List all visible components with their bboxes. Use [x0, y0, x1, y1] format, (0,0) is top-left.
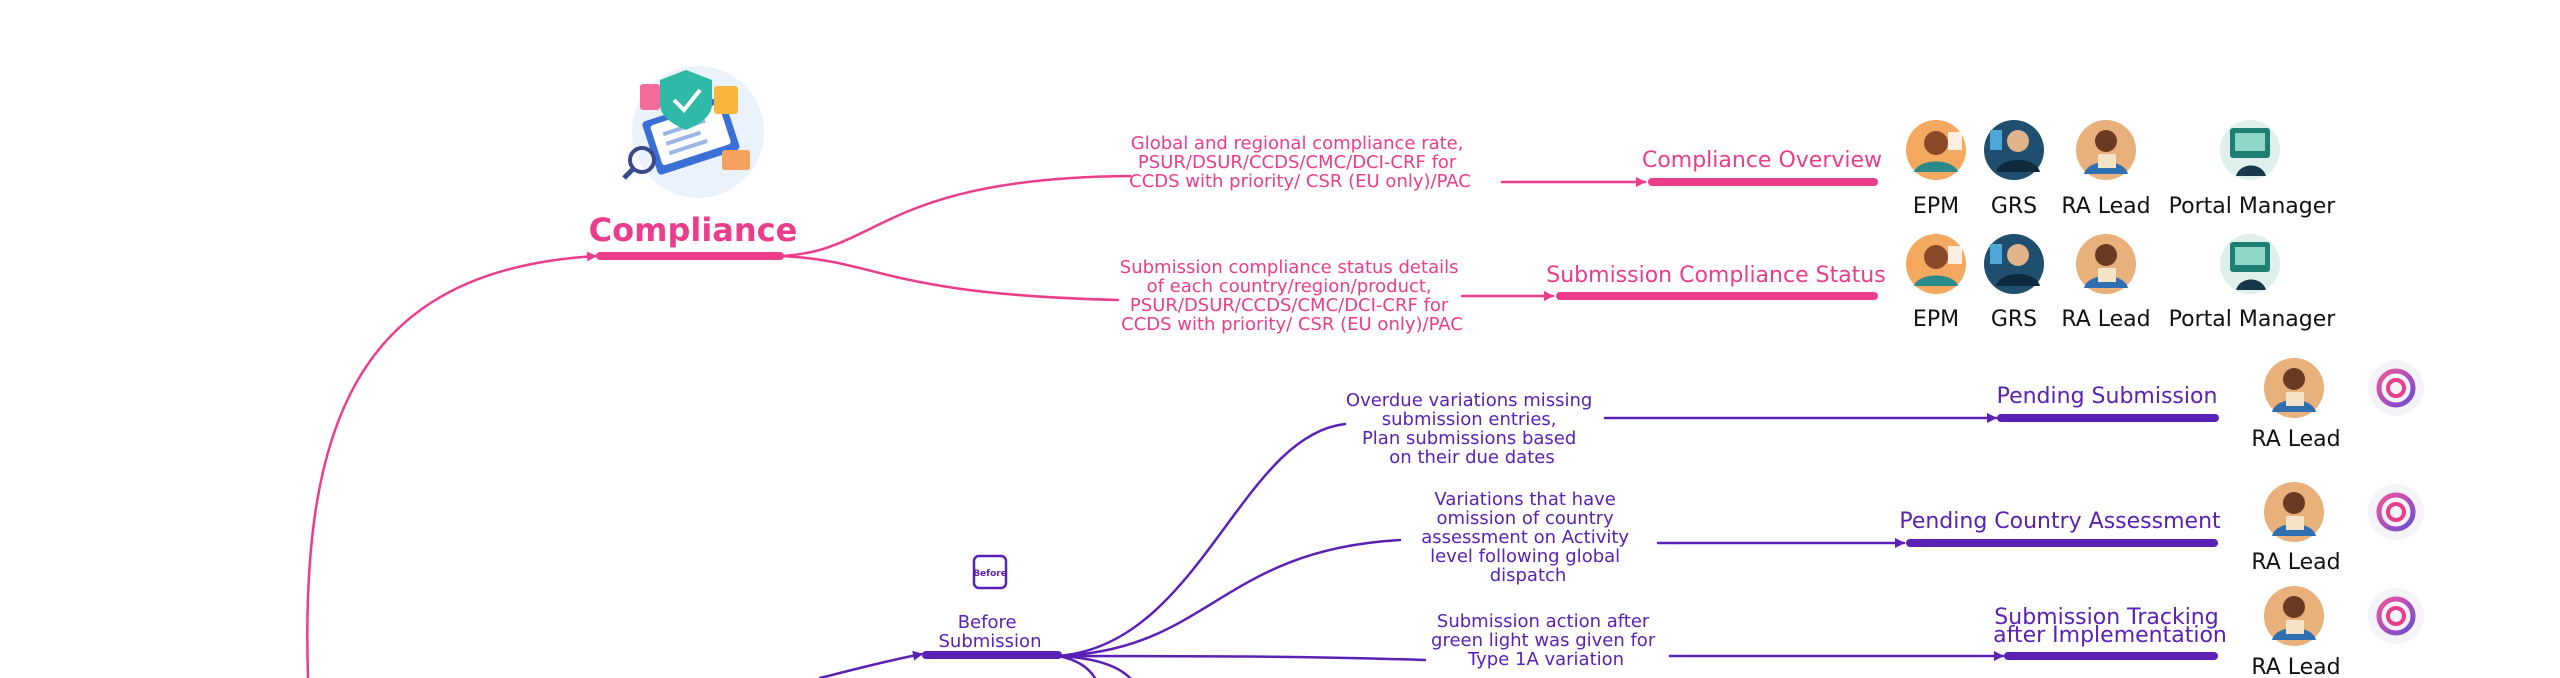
submission-tracking-label: Submission Tracking after Implementation: [1993, 605, 2227, 648]
ra-lead-role: RA Lead: [2251, 550, 2340, 575]
grs-role: GRS: [1991, 194, 2037, 219]
compliance-branch-1: Global and regional compliance rate, PSU…: [1129, 133, 1471, 192]
submission-tracking-underline: [2004, 652, 2218, 660]
submission-tracking-roles: RA Lead: [2251, 586, 2424, 678]
compliance-title: Compliance: [589, 211, 798, 249]
portal-manager-role: Portal Manager: [2169, 307, 2337, 332]
epm-avatar-icon: [1906, 120, 1966, 180]
ra-lead-role: RA Lead: [2251, 655, 2340, 678]
before-branch-3-edge: [1056, 654, 1427, 662]
before-icon: Before: [972, 554, 1008, 590]
target-app-icon[interactable]: [2368, 588, 2424, 644]
compliance-overview-node[interactable]: Compliance Overview: [1642, 148, 1882, 186]
compliance-illustration-icon: [622, 66, 764, 198]
compliance-branch-1-edge: [778, 174, 1132, 258]
compliance-branch-2-edge: [778, 254, 1120, 302]
ra-lead-role: RA Lead: [2061, 307, 2150, 332]
before-submission-title: Before Submission: [939, 612, 1042, 652]
root-to-compliance-edge: [306, 251, 598, 678]
submission-compliance-status-roles: EPM GRS RA Lead Portal Manager: [1906, 234, 2336, 332]
ra-lead-avatar-icon: [2264, 586, 2324, 646]
ra-lead-avatar-icon: [2076, 120, 2136, 180]
before-branch-2: Variations that have omission of country…: [1421, 489, 1635, 586]
ra-lead-avatar-icon: [2264, 482, 2324, 542]
pending-submission-label: Pending Submission: [1997, 384, 2218, 409]
grs-avatar-icon: [1984, 120, 2044, 180]
before-branch-1: Overdue variations missing submission en…: [1346, 390, 1598, 468]
submission-compliance-status-underline: [1556, 292, 1878, 300]
before-branch-1-description: Overdue variations missing submission en…: [1346, 390, 1598, 468]
pending-country-assessment-node[interactable]: Pending Country Assessment: [1899, 509, 2221, 547]
submission-compliance-status-label: Submission Compliance Status: [1546, 263, 1885, 288]
compliance-overview-roles: EPM GRS RA Lead Portal Manager: [1906, 120, 2336, 219]
pending-country-assessment-label: Pending Country Assessment: [1899, 509, 2221, 534]
compliance-branch-2: Submission compliance status details of …: [1120, 257, 1464, 335]
submission-tracking-node[interactable]: Submission Tracking after Implementation: [1993, 605, 2227, 660]
portal-manager-role: Portal Manager: [2169, 194, 2337, 219]
before-submission-underline: [922, 651, 1062, 659]
pending-submission-roles: RA Lead: [2251, 358, 2424, 452]
before-branch-5-edge: [1056, 654, 1097, 678]
before-branch-3-description: Submission action after green light was …: [1431, 611, 1661, 670]
pending-submission-node[interactable]: Pending Submission: [1997, 384, 2219, 422]
before-branch-3: Submission action after green light was …: [1431, 611, 1661, 670]
before-icon-text: Before: [973, 569, 1007, 579]
compliance-overview-label: Compliance Overview: [1642, 148, 1882, 173]
pending-country-assessment-underline: [1906, 539, 2218, 547]
portal-manager-avatar-icon: [2220, 120, 2280, 180]
before-branch-2-description: Variations that have omission of country…: [1421, 489, 1635, 586]
pending-submission-underline: [1997, 414, 2219, 422]
submission-compliance-status-node[interactable]: Submission Compliance Status: [1546, 263, 1886, 300]
compliance-node[interactable]: Compliance: [589, 66, 798, 260]
portal-manager-avatar-icon: [2220, 234, 2280, 294]
compliance-underline: [596, 252, 784, 260]
connectors: [306, 174, 2005, 678]
root-to-before-submission-edge: [818, 650, 924, 678]
compliance-branch-1-description: Global and regional compliance rate, PSU…: [1129, 133, 1471, 192]
ra-lead-role: RA Lead: [2251, 427, 2340, 452]
grs-avatar-icon: [1984, 234, 2044, 294]
target-app-icon[interactable]: [2368, 360, 2424, 416]
epm-role: EPM: [1913, 307, 1959, 332]
compliance-overview-underline: [1648, 178, 1878, 186]
target-app-icon[interactable]: [2368, 484, 2424, 540]
before-branch-1-edge: [1056, 422, 1347, 658]
pending-country-assessment-roles: RA Lead: [2251, 482, 2424, 575]
ra-lead-avatar-icon: [2076, 234, 2136, 294]
grs-role: GRS: [1991, 307, 2037, 332]
epm-role: EPM: [1913, 194, 1959, 219]
before-submission-node[interactable]: Before Before Submission: [922, 554, 1062, 659]
before-branch-2-edge: [1056, 538, 1402, 658]
ra-lead-avatar-icon: [2264, 358, 2324, 418]
compliance-branch-2-description: Submission compliance status details of …: [1120, 257, 1464, 335]
ra-lead-role: RA Lead: [2061, 194, 2150, 219]
epm-avatar-icon: [1906, 234, 1966, 294]
before-branch-4-edge: [1056, 654, 1132, 678]
